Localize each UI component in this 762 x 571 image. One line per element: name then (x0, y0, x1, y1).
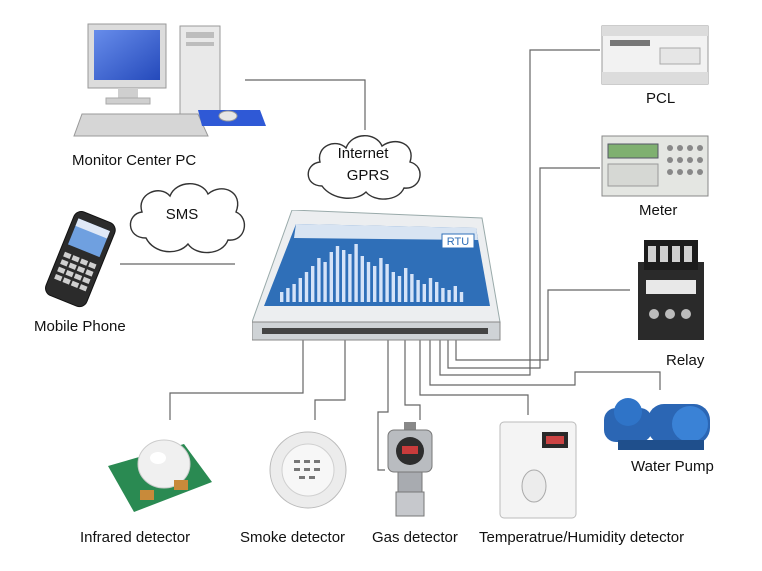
rtu-screen-bar (385, 264, 389, 302)
rtu-screen-bar (453, 286, 457, 302)
internet-cloud-label: Internet (337, 145, 389, 162)
relay-label: Relay (666, 352, 705, 369)
smoke-detector-label: Smoke detector (240, 529, 346, 546)
rtu-screen-bar (360, 256, 364, 302)
rtu-screen-bar (335, 246, 340, 302)
rtu-screen-bar (459, 292, 464, 302)
rtu-screen-bar (416, 280, 420, 302)
sms-cloud-icon (129, 183, 246, 254)
rtu-screen-bar (342, 250, 346, 302)
rtu-screen-bar (447, 290, 451, 302)
mobile-phone-icon (45, 211, 116, 308)
gas-detector-label: Gas detector (372, 529, 458, 546)
mobile-phone-label: Mobile Phone (34, 318, 126, 335)
gprs-cloud-label: GPRS (346, 167, 390, 184)
rtu-screen-bar (391, 272, 395, 302)
rtu-screen-bar (286, 288, 290, 302)
rtu-screen-bar (304, 272, 309, 302)
rtu-device-icon: RTU (252, 210, 501, 341)
monitor-pc-icon (73, 23, 266, 137)
rtu-screen-bar (298, 278, 302, 302)
infrared-detector-icon (108, 439, 212, 512)
rtu-screen-bar (441, 288, 445, 302)
rtu-screen-bar (379, 258, 383, 302)
meter-label: Meter (639, 202, 678, 219)
meter-icon (601, 135, 709, 197)
rtu-screen-bar (397, 276, 402, 302)
rtu-badge-text: RTU (447, 236, 469, 248)
rtu-screen-bar (428, 278, 433, 302)
rtu-screen-bar (404, 268, 408, 302)
gas-detector-icon (387, 422, 433, 517)
rtu-screen-bar (373, 266, 377, 302)
infrared-detector-label: Infrared detector (80, 529, 191, 546)
rtu-screen-bar (366, 262, 371, 302)
water-pump-icon (604, 398, 710, 450)
temp-humidity-detector-label: Temperatrue/Humidity detector (479, 529, 685, 546)
monitor-pc-label: Monitor Center PC (72, 152, 197, 169)
rtu-screen-bar (311, 266, 315, 302)
rtu-screen-bar (435, 282, 439, 302)
plc-icon (601, 25, 709, 85)
rtu-screen-bar (292, 284, 296, 302)
relay-icon (638, 240, 704, 340)
rtu-screen-bar (329, 252, 333, 302)
rtu-screen-bar (317, 258, 321, 302)
plc-label: PCL (646, 90, 676, 107)
rtu-screen-bar (354, 244, 358, 302)
sms-cloud-label: SMS (165, 206, 199, 223)
smoke-detector-icon (269, 431, 347, 509)
rtu-screen-bar (422, 284, 426, 302)
temp-humidity-detector-icon (499, 421, 577, 519)
rtu-screen-bar (410, 274, 414, 302)
internet-cloud-icon (307, 135, 421, 200)
water-pump-label: Water Pump (631, 458, 714, 475)
rtu-screen-bar (323, 262, 327, 302)
rtu-screen-bar (280, 292, 284, 302)
rtu-screen-bar (348, 254, 352, 302)
